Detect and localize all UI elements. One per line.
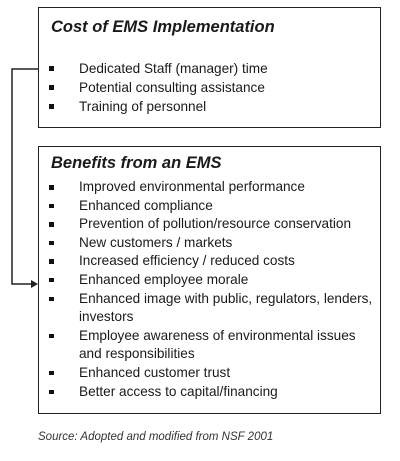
cost-box: Cost of EMS Implementation Dedicated Sta…: [38, 7, 381, 128]
cost-list: Dedicated Staff (manager) time Potential…: [49, 59, 376, 116]
bullet-icon: [49, 277, 54, 283]
benefit-item: Better access to capital/financing: [49, 383, 376, 402]
benefit-item-label: Enhanced customer trust: [79, 364, 231, 380]
cost-item-label: Training of personnel: [79, 99, 207, 114]
source-caption: Source: Adopted and modified from NSF 20…: [38, 431, 274, 443]
benefit-item: Enhanced employee morale: [49, 271, 376, 290]
bullet-icon: [49, 104, 54, 109]
bullet-icon: [49, 370, 54, 376]
bullet-icon: [49, 203, 54, 209]
bullet-icon: [49, 66, 54, 71]
cost-item: Potential consulting assistance: [49, 78, 376, 97]
cost-title: Cost of EMS Implementation: [51, 18, 275, 36]
benefit-item-label: Enhanced image with public, regulators, …: [79, 290, 373, 325]
benefit-item: Enhanced compliance: [49, 197, 376, 216]
benefits-title: Benefits from an EMS: [51, 154, 222, 172]
benefit-item-label: Enhanced employee morale: [79, 271, 249, 287]
benefit-item: Employee awareness of environmental issu…: [49, 327, 376, 364]
cost-item-label: Potential consulting assistance: [79, 80, 265, 95]
bullet-icon: [49, 240, 54, 246]
cost-item: Training of personnel: [49, 97, 376, 116]
benefit-item-label: Improved environmental performance: [79, 179, 305, 194]
benefit-item-label: Prevention of pollution/resource conserv…: [79, 216, 352, 232]
benefit-item: Enhanced image with public, regulators, …: [49, 290, 376, 327]
benefit-item-label: Better access to capital/financing: [79, 383, 278, 399]
benefit-item: Improved environmental performance: [49, 178, 376, 197]
bullet-icon: [49, 222, 54, 227]
benefit-item-label: Employee awareness of environmental issu…: [79, 327, 356, 362]
benefit-item-label: Enhanced compliance: [79, 197, 213, 213]
benefit-item-label: New customers / markets: [79, 234, 233, 250]
benefit-item: Enhanced customer trust: [49, 364, 376, 383]
benefit-item-label: Increased efficiency / reduced costs: [79, 253, 295, 269]
benefit-item: New customers / markets: [49, 234, 376, 253]
benefit-item: Prevention of pollution/resource conserv…: [49, 215, 376, 234]
bullet-icon: [49, 333, 54, 339]
bullet-icon: [49, 389, 54, 395]
cost-item: Dedicated Staff (manager) time: [49, 59, 376, 78]
bullet-icon: [49, 185, 54, 190]
benefits-list: Improved environmental performance Enhan…: [49, 178, 376, 401]
cost-item-label: Dedicated Staff (manager) time: [79, 61, 268, 76]
bullet-icon: [49, 259, 54, 264]
benefits-box: Benefits from an EMS Improved environmen…: [38, 146, 381, 414]
bullet-icon: [49, 85, 54, 90]
benefit-item: Increased efficiency / reduced costs: [49, 252, 376, 271]
bullet-icon: [49, 296, 54, 302]
